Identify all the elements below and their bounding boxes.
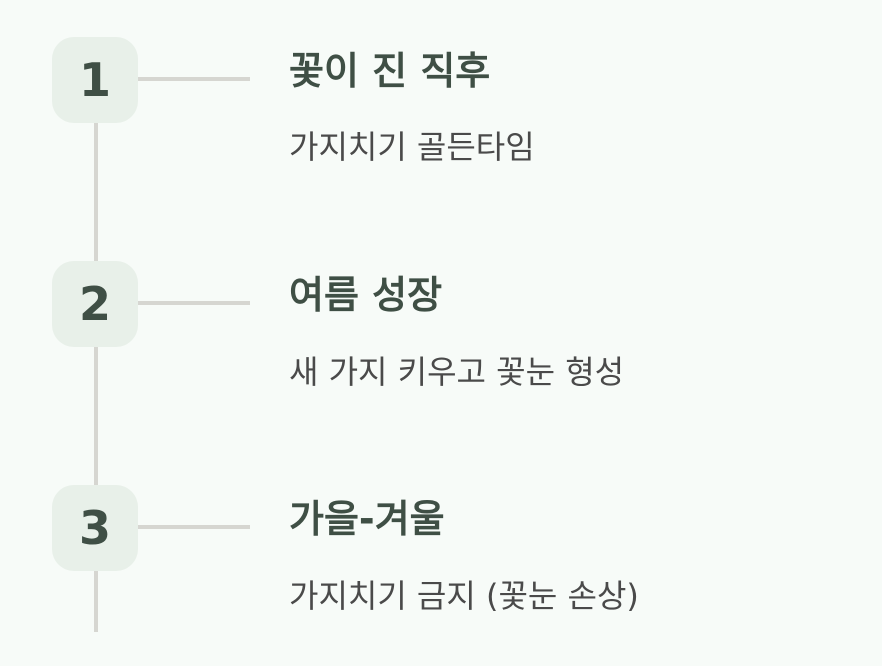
step-3-description: 가지치기 금지 (꽃눈 손상) [289, 577, 639, 615]
step-1-description: 가지치기 골든타임 [289, 128, 535, 166]
step-2-description: 새 가지 키우고 꽃눈 형성 [289, 353, 625, 391]
timeline-line-3 [94, 568, 98, 632]
step-2-title: 여름 성장 [289, 273, 443, 317]
step-3-number-badge: 3 [52, 485, 138, 571]
timeline-line-1 [94, 120, 98, 266]
step-3-title: 가을-겨울 [289, 497, 445, 541]
step-1-connector [138, 77, 250, 81]
timeline-line-2 [94, 344, 98, 490]
step-1-number-badge: 1 [52, 37, 138, 123]
step-2-connector [138, 301, 250, 305]
step-3-connector [138, 525, 250, 529]
step-1-title: 꽃이 진 직후 [289, 49, 491, 93]
step-2-number-badge: 2 [52, 261, 138, 347]
